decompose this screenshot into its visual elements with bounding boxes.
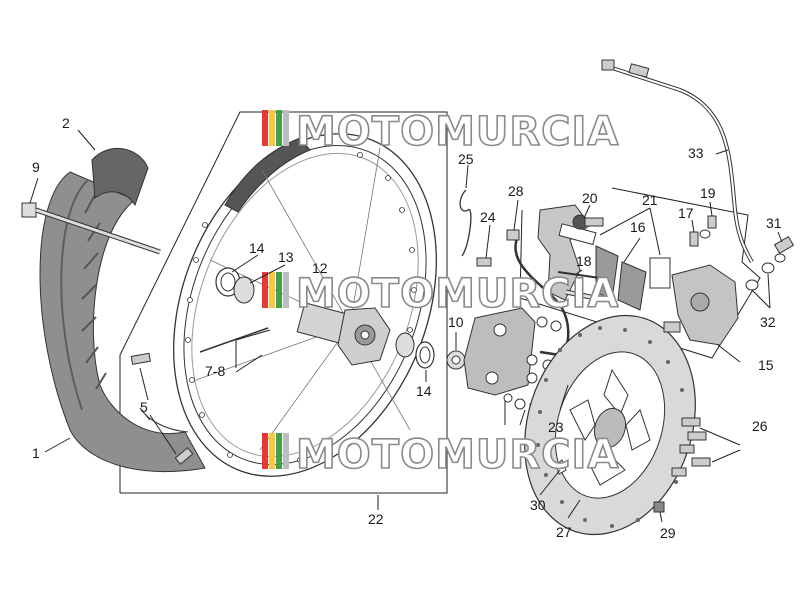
callout-24: 24	[480, 209, 496, 225]
rim-tape	[91, 148, 189, 433]
caliper-seal	[572, 214, 604, 230]
callout-27: 27	[556, 524, 572, 540]
watermark: MOTOMURCIA	[262, 431, 619, 479]
watermark-stripes	[262, 272, 289, 308]
wheel-axle	[21, 202, 161, 255]
brake-disc	[524, 314, 696, 536]
callout-20: 20	[582, 190, 598, 206]
callout-18: 18	[576, 253, 592, 269]
disc-bolt-set	[671, 417, 711, 477]
callout-5: 5	[140, 399, 148, 415]
watermark-text: MOTOMURCIA	[296, 432, 619, 478]
callout-labels: 1 2 5 7-8 9 10 12 13 14 14 15 16 17 18 1…	[32, 115, 782, 541]
caliper-assembly-box	[519, 187, 761, 359]
callout-2: 2	[62, 115, 70, 131]
callout-7-8: 7-8	[205, 363, 225, 379]
callout-10: 10	[448, 314, 464, 330]
pad-pin	[557, 271, 606, 303]
callout-21: 21	[642, 192, 658, 208]
caliper-bracket	[463, 307, 536, 396]
valve	[130, 352, 194, 465]
callout-33: 33	[688, 145, 704, 161]
watermark-stripes	[262, 110, 289, 146]
leader-lines	[29, 129, 783, 523]
callout-28: 28	[508, 183, 524, 199]
watermark-stripes	[262, 433, 289, 469]
brake-pads	[558, 223, 647, 311]
banjo-bolt	[773, 235, 795, 255]
callout-25: 25	[458, 151, 474, 167]
callout-30: 30	[530, 497, 546, 513]
callout-15: 15	[758, 357, 774, 373]
callout-14: 14	[416, 383, 432, 399]
wheel-hub	[296, 302, 391, 366]
washers	[745, 253, 786, 291]
tire	[39, 171, 206, 473]
spoke	[199, 327, 269, 353]
callout-29: 29	[660, 525, 676, 541]
callout-14: 14	[249, 240, 265, 256]
callout-31: 31	[766, 215, 782, 231]
callout-23: 23	[548, 419, 564, 435]
callout-16: 16	[630, 219, 646, 235]
watermark: MOTOMURCIA	[262, 108, 619, 156]
watermark-text: MOTOMURCIA	[296, 271, 619, 317]
bearing-spacer	[215, 267, 435, 369]
wheel-spacer	[446, 350, 466, 370]
callout-19: 19	[700, 185, 716, 201]
callout-12: 12	[312, 260, 328, 276]
callout-9: 9	[32, 159, 40, 175]
callout-32: 32	[760, 314, 776, 330]
callout-13: 13	[278, 249, 294, 265]
callout-26: 26	[752, 418, 768, 434]
pad-spring	[649, 257, 671, 289]
callout-1: 1	[32, 445, 40, 461]
disc-screw	[653, 501, 665, 513]
clip	[555, 459, 567, 475]
caliper-body	[663, 264, 739, 346]
callout-22: 22	[368, 511, 384, 527]
wheel-assembly-box	[119, 111, 448, 494]
brake-hose	[601, 59, 754, 263]
watermark: MOTOMURCIA	[262, 270, 619, 318]
callout-17: 17	[678, 205, 694, 221]
watermark-text: MOTOMURCIA	[296, 109, 619, 155]
